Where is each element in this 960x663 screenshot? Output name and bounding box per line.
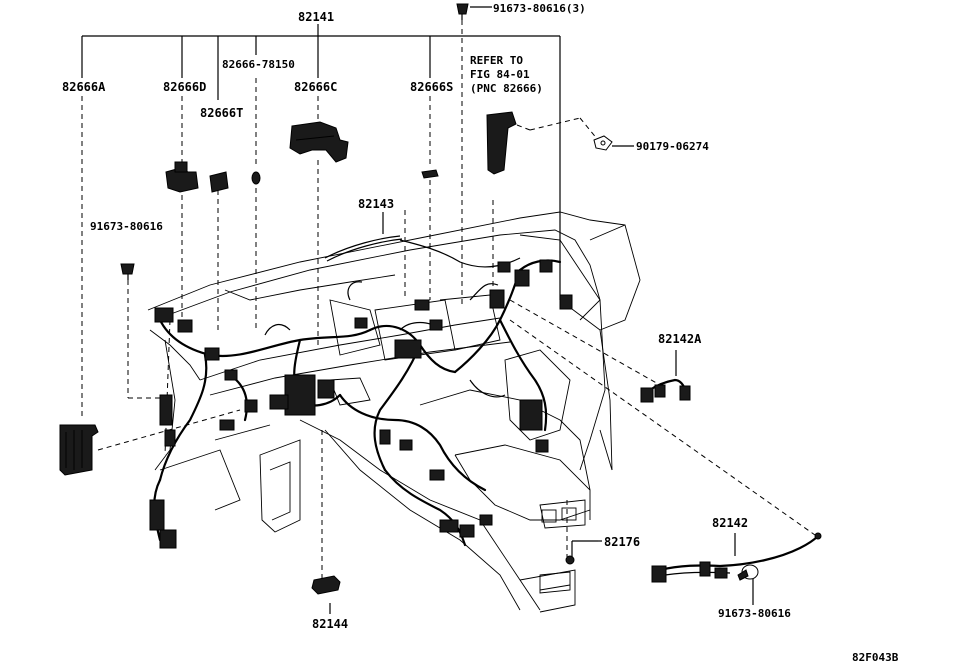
label-82666T: 82666T <box>200 106 243 120</box>
label-82666-78150: 82666-78150 <box>222 58 295 71</box>
label-82666A: 82666A <box>62 80 106 94</box>
part-82666D <box>165 161 199 193</box>
label-82144: 82144 <box>312 617 348 631</box>
label-refer-pnc: (PNC 82666) <box>470 82 543 95</box>
part-82666-78150 <box>251 171 261 185</box>
part-82142A <box>640 378 691 403</box>
harness-connectors <box>149 259 573 549</box>
part-82666T <box>209 171 229 193</box>
label-91673-80616-left: 91673-80616 <box>90 220 163 233</box>
part-82666C <box>289 121 349 163</box>
label-91673-80616-right: 91673-80616 <box>718 607 791 620</box>
leader-lines <box>329 6 754 614</box>
bracket-82141 <box>81 24 561 300</box>
dashboard-outline <box>147 211 641 613</box>
label-82666D: 82666D <box>163 80 206 94</box>
label-91673-80616-3: 91673-80616(3) <box>493 2 586 15</box>
part-82666A <box>59 424 99 476</box>
label-82142: 82142 <box>712 516 748 530</box>
part-82142 <box>651 532 822 583</box>
part-82144 <box>311 575 341 595</box>
label-82143: 82143 <box>358 197 394 211</box>
dashed-references <box>81 20 816 580</box>
label-90179-06274: 90179-06274 <box>636 140 709 153</box>
label-82141: 82141 <box>298 10 334 24</box>
label-refer-fig: FIG 84-01 <box>470 68 530 81</box>
label-82666S: 82666S <box>410 80 453 94</box>
part-91673-80616-top <box>456 3 469 20</box>
label-82176: 82176 <box>604 535 640 549</box>
label-refer-to: REFER TO <box>470 54 523 67</box>
label-82142A: 82142A <box>658 332 702 346</box>
part-82143-wire <box>324 235 521 273</box>
part-91673-80616-left <box>120 263 135 280</box>
part-82176 <box>565 555 575 565</box>
part-82666S <box>421 169 439 179</box>
figure-code: 82F043B <box>852 651 899 663</box>
label-82666C: 82666C <box>294 80 337 94</box>
part-90179-06274 <box>593 135 613 151</box>
part-91673-80616-right <box>737 564 759 581</box>
part-refer-fig-84-01 <box>486 111 517 175</box>
